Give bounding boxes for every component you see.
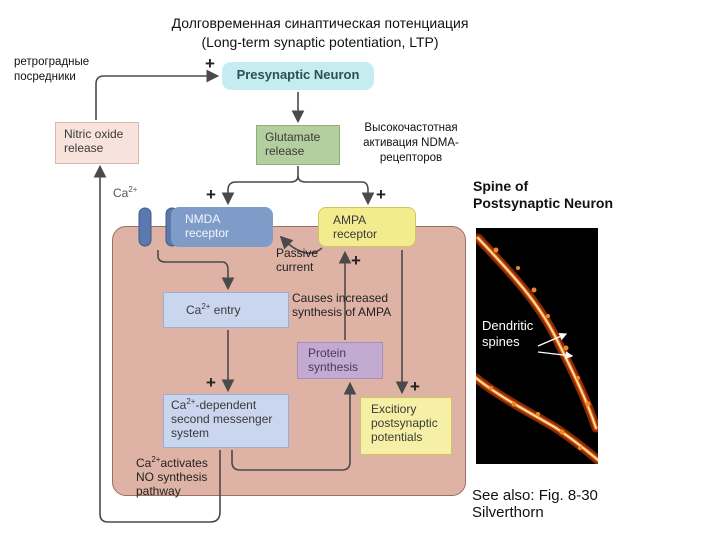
ca-entry-rest: entry: [210, 303, 241, 317]
title-english: (Long-term synaptic potentiation, LTP): [201, 34, 439, 50]
see-also-line2: Silverthorn: [472, 504, 544, 521]
dendrite-micrograph: Dendritic spines: [476, 228, 598, 464]
see-also-line1: See also: Fig. 8-30: [472, 487, 598, 504]
plus-nmda: +: [206, 185, 216, 204]
micrograph-title: Spine of Postsynaptic Neuron: [473, 178, 613, 212]
glutamate-line1: Glutamate: [265, 130, 321, 144]
ampa-line2: receptor: [333, 227, 378, 241]
ca-ion-sup: 2+: [128, 185, 138, 194]
protein-synthesis-box: Protein synthesis: [297, 342, 383, 379]
ca2-line1: Ca2+-dependent: [171, 397, 281, 413]
ca-activates-label: Ca2+activates NO synthesis pathway: [136, 455, 208, 499]
arrow-ca2-to-protein: [231, 381, 357, 471]
ca-entry-box: Ca2+ entry: [163, 292, 289, 328]
caact-sup: 2+: [151, 455, 161, 464]
nmda-line2: receptor: [185, 226, 230, 240]
passive-line1: Passive: [276, 246, 319, 260]
nmda-line1: NMDA: [185, 212, 221, 226]
epsp-box: Excitiory postsynaptic potentials: [360, 397, 452, 455]
hf-line3: рецепторов: [379, 152, 443, 164]
ca2-sup: 2+: [186, 397, 196, 406]
epsp-line2: postsynaptic: [371, 416, 438, 430]
hf-line2: активация NDMA-: [363, 137, 459, 149]
caact-line3: pathway: [136, 484, 181, 498]
high-frequency-note: Высокочастотная активация NDMA- рецептор…: [352, 121, 470, 166]
plus-epsp: +: [410, 377, 420, 396]
caact-rest: activates: [160, 456, 208, 470]
retrograde-line2: посредники: [14, 71, 76, 83]
protein-line2: synthesis: [308, 360, 359, 374]
causes-line2: synthesis of AMPA: [292, 305, 392, 319]
caact-line1: Ca2+activates: [136, 455, 208, 471]
spines-line2: spines: [482, 334, 520, 349]
ca-ion-base: Ca: [113, 186, 129, 200]
ca2-line3: system: [171, 426, 210, 440]
plus-passive: +: [351, 251, 361, 270]
plus-ca-dependent: +: [206, 373, 216, 392]
causes-line1: Causes increased: [292, 291, 389, 305]
plus-ampa: +: [376, 185, 386, 204]
caact-line2: NO synthesis: [136, 470, 208, 484]
ca2-rest: -dependent: [195, 398, 257, 412]
ampa-line1: AMPA: [333, 213, 367, 227]
see-also-reference: See also: Fig. 8-30 Silverthorn: [472, 487, 598, 521]
arrow-no-pathway: [93, 164, 221, 523]
arrow-glutamate-to-nmda: [221, 166, 299, 206]
plus-presynaptic: +: [205, 54, 215, 73]
ca-entry-base: Ca: [186, 303, 202, 317]
ampa-receptor-box: AMPA receptor: [318, 207, 416, 247]
nitric-line2: release: [64, 141, 104, 155]
retrograde-note: ретроградные посредники: [14, 55, 89, 85]
dendritic-spines-label: Dendritic spines: [482, 318, 533, 350]
ca-entry-sup: 2+: [201, 302, 211, 311]
micrograph-title-line2: Postsynaptic Neuron: [473, 195, 614, 211]
glutamate-line2: release: [265, 144, 305, 158]
arrow-passive-current: [279, 235, 323, 254]
passive-current-label: Passive current: [276, 246, 318, 274]
dendrite-image: [476, 233, 598, 464]
arrow-glutamate-to-ampa: [297, 175, 375, 206]
ca2-line2: second messenger: [171, 412, 273, 426]
micrograph-title-line1: Spine of: [473, 178, 529, 194]
glutamate-box: Glutamate release: [256, 125, 340, 165]
arrow-no-to-presyn: [95, 69, 220, 120]
epsp-line3: potentials: [371, 430, 423, 444]
ca-ion-label: Ca2+: [113, 185, 138, 201]
arrow-channel-to-ca-entry: [157, 250, 235, 291]
causes-ampa-label: Causes increased synthesis of AMPA: [292, 291, 391, 319]
spines-line1: Dendritic: [482, 318, 534, 333]
caact-base: Ca: [136, 456, 152, 470]
hf-line1: Высокочастотная: [364, 122, 458, 134]
nitric-line1: Nitric oxide: [64, 127, 124, 141]
passive-line2: current: [276, 260, 314, 274]
nitric-oxide-box: Nitric oxide release: [55, 122, 139, 164]
title-russian: Долговременная синаптическая потенциация: [171, 15, 469, 31]
nmda-receptor-box: NMDA receptor: [171, 207, 273, 247]
calcium-channel-left: [138, 207, 152, 247]
retrograde-line1: ретроградные: [14, 56, 90, 68]
presynaptic-neuron-box: Presynaptic Neuron: [222, 62, 374, 90]
epsp-line1: Excitiory: [371, 402, 417, 416]
ca2-base: Ca: [171, 398, 187, 412]
ca-dependent-system-box: Ca2+-dependent second messenger system: [163, 394, 289, 448]
protein-line1: Protein: [308, 346, 347, 360]
